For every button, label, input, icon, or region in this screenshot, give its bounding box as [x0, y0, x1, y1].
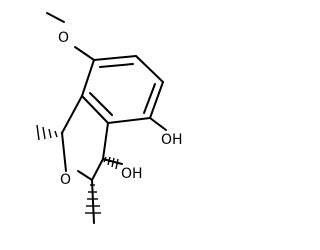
bond-c8-c7-double [99, 63, 134, 68]
bonds [46, 12, 167, 224]
bond-c8a-c1 [61, 95, 83, 134]
bond-c6-c5 [149, 81, 164, 119]
hash-wedge-c4-oh [103, 156, 119, 170]
bond-c1-ring-o [61, 132, 67, 172]
bond-methoxy-o-c8 [74, 46, 95, 61]
bond-c4a-c8a-double [89, 92, 113, 116]
bond-c8-c7 [93, 55, 137, 61]
bond-c7-c6 [135, 55, 164, 83]
hash-wedge-c3-methyl [85, 184, 101, 214]
bond-c3-c4 [91, 158, 104, 181]
bond-c5-c4a [107, 117, 151, 124]
alcohol-hydroxyl-label: OH [121, 166, 143, 182]
phenol-hydroxyl-label: OH [161, 132, 183, 148]
ring-oxygen-label: O [60, 172, 71, 188]
bond-c8a-c8 [81, 59, 95, 97]
bond-c4-oh [102, 158, 123, 165]
bond-c6-c5-double [143, 83, 156, 114]
bond-c3-methyl [91, 179, 95, 224]
bond-c4a-c8a [81, 95, 109, 124]
chemical-structure-diagram: O O OH OH [36, 12, 183, 224]
bond-c5-oh [149, 117, 167, 131]
bond-c4-c4a [102, 122, 109, 160]
methoxy-oxygen-label: O [58, 30, 69, 46]
bond-methoxy-methyl [46, 12, 65, 23]
bond-ring-o-c3 [77, 170, 93, 181]
stereo-hash-wedges [36, 124, 119, 214]
hash-wedge-c1-methyl [36, 124, 64, 141]
